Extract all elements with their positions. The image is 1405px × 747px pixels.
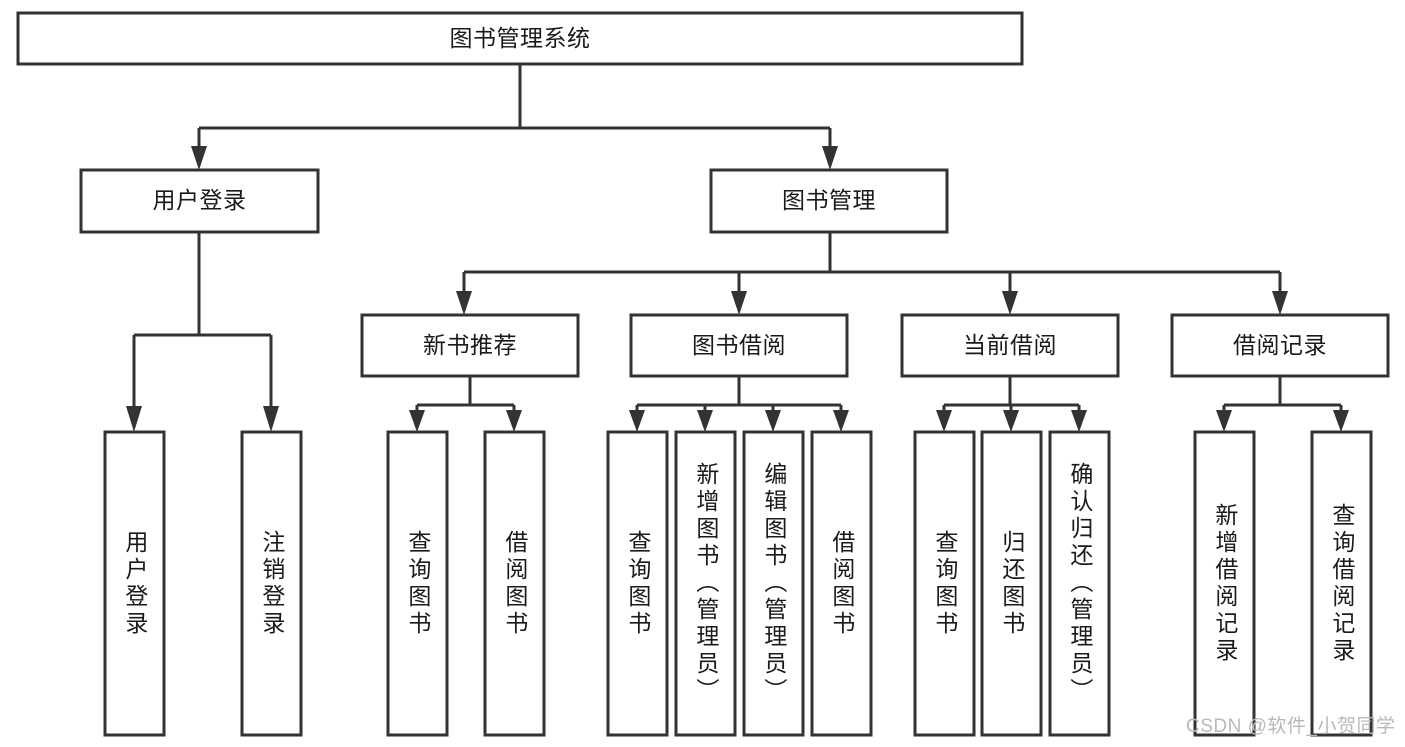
connector-group-book-borrow [629, 376, 849, 432]
arrow-head-book-mgmt [822, 146, 838, 170]
arrow-head-leaf-return-book [1003, 410, 1019, 432]
node-box-leaf-query-book-3[interactable] [913, 430, 976, 737]
arrow-head-leaf-query-book-1 [409, 410, 425, 432]
arrow-head-leaf-add-record [1216, 410, 1232, 432]
node-box-leaf-borrow-book-1[interactable] [483, 430, 546, 737]
node-box-leaf-logout[interactable] [240, 430, 303, 737]
connector-group-current-borrow [936, 376, 1087, 432]
node-box-current-borrow[interactable] [900, 313, 1120, 378]
node-box-leaf-return-book[interactable] [980, 430, 1043, 737]
arrow-head-leaf-add-book [697, 410, 713, 432]
connector-group-root [191, 64, 838, 170]
connector-group-user-login [126, 232, 279, 432]
node-box-book-borrow[interactable] [629, 313, 849, 378]
arrow-head-leaf-confirm-return [1071, 410, 1087, 432]
arrow-head-leaf-logout [263, 406, 279, 432]
node-box-leaf-add-record[interactable] [1193, 430, 1256, 737]
arrow-head-leaf-query-record [1333, 410, 1349, 432]
csdn-watermark: CSDN @软件_小贺同学 [1186, 716, 1396, 737]
arrow-head-leaf-edit-book [765, 410, 781, 432]
node-box-leaf-query-record[interactable] [1310, 430, 1373, 737]
node-box-leaf-borrow-book-2[interactable] [810, 430, 873, 737]
node-box-leaf-user-login[interactable] [103, 430, 166, 737]
node-box-leaf-edit-book[interactable] [742, 430, 805, 737]
node-box-leaf-add-book[interactable] [674, 430, 737, 737]
arrow-head-leaf-borrow-book-1 [506, 410, 522, 432]
node-box-title[interactable] [16, 11, 1024, 66]
arrow-head-new-book-recommend [456, 291, 472, 315]
node-box-leaf-query-book-2[interactable] [606, 430, 669, 737]
arrow-head-book-borrow [731, 291, 747, 315]
arrow-head-current-borrow [1002, 291, 1018, 315]
arrow-head-user-login [191, 146, 207, 170]
node-box-leaf-query-book-1[interactable] [386, 430, 449, 737]
node-box-user-login[interactable] [79, 168, 320, 234]
connector-group-book-mgmt [456, 232, 1288, 315]
connector-group-borrow-record [1216, 376, 1349, 432]
node-box-leaf-confirm-return[interactable] [1048, 430, 1111, 737]
node-box-new-book-recommend[interactable] [360, 313, 580, 378]
connector-group-new-book [409, 376, 522, 432]
arrow-head-leaf-query-book-2 [629, 410, 645, 432]
arrow-head-borrow-record [1272, 291, 1288, 315]
node-box-book-management[interactable] [709, 168, 949, 234]
arrow-head-leaf-query-book-3 [936, 410, 952, 432]
arrow-head-leaf-borrow-book-2 [833, 410, 849, 432]
arrow-head-leaf-user-login [126, 406, 142, 432]
node-box-borrow-record[interactable] [1170, 313, 1390, 378]
